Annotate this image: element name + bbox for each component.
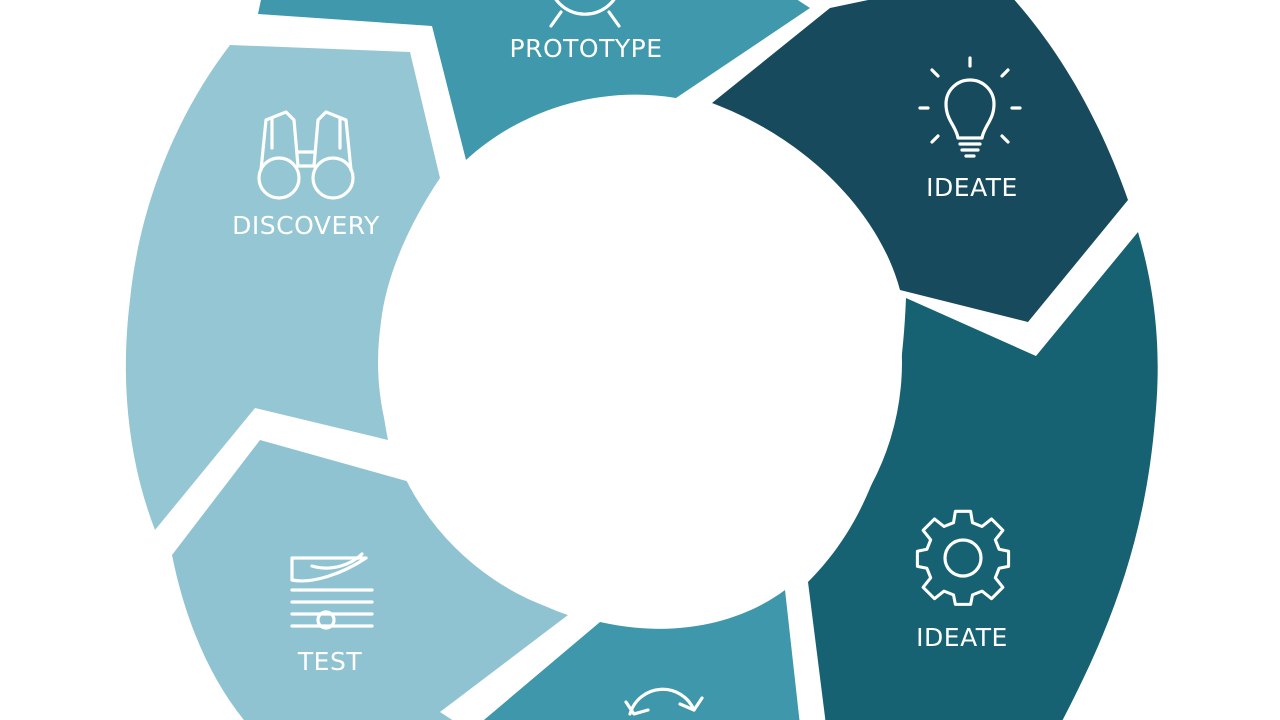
binoculars-icon — [257, 110, 355, 200]
segment-test-shape — [172, 440, 568, 720]
center-hole — [378, 100, 902, 624]
segment-bottom — [483, 590, 800, 720]
segment-prototype: PROTOTYPE — [258, 0, 810, 160]
lightbulb-icon — [918, 56, 1022, 158]
segment-discovery: DISCOVERY — [125, 45, 440, 530]
segment-discovery-shape — [125, 45, 440, 530]
segment-prototype-shape — [258, 0, 810, 160]
segment-ideate-top-shape — [712, 0, 1128, 322]
segment-prototype-label: PROTOTYPE — [510, 34, 663, 63]
segment-discovery-label: DISCOVERY — [232, 211, 380, 240]
refresh-arrows-icon — [624, 687, 704, 716]
segment-ideate-top: IDEATE — [712, 0, 1128, 322]
segment-bottom-shape — [483, 590, 800, 720]
segment-ideate-top-label: IDEATE — [926, 173, 1018, 202]
gear-icon — [915, 509, 1011, 606]
segment-test-label: TEST — [297, 647, 362, 676]
segment-ideate-bottom: IDEATE — [808, 232, 1158, 720]
documents-icon — [290, 552, 374, 630]
segment-test: TEST — [172, 440, 568, 720]
segment-ideate-bottom-label: IDEATE — [916, 623, 1008, 652]
segment-ideate-bottom-shape — [808, 232, 1158, 720]
alarm-clock-icon — [549, 0, 621, 28]
